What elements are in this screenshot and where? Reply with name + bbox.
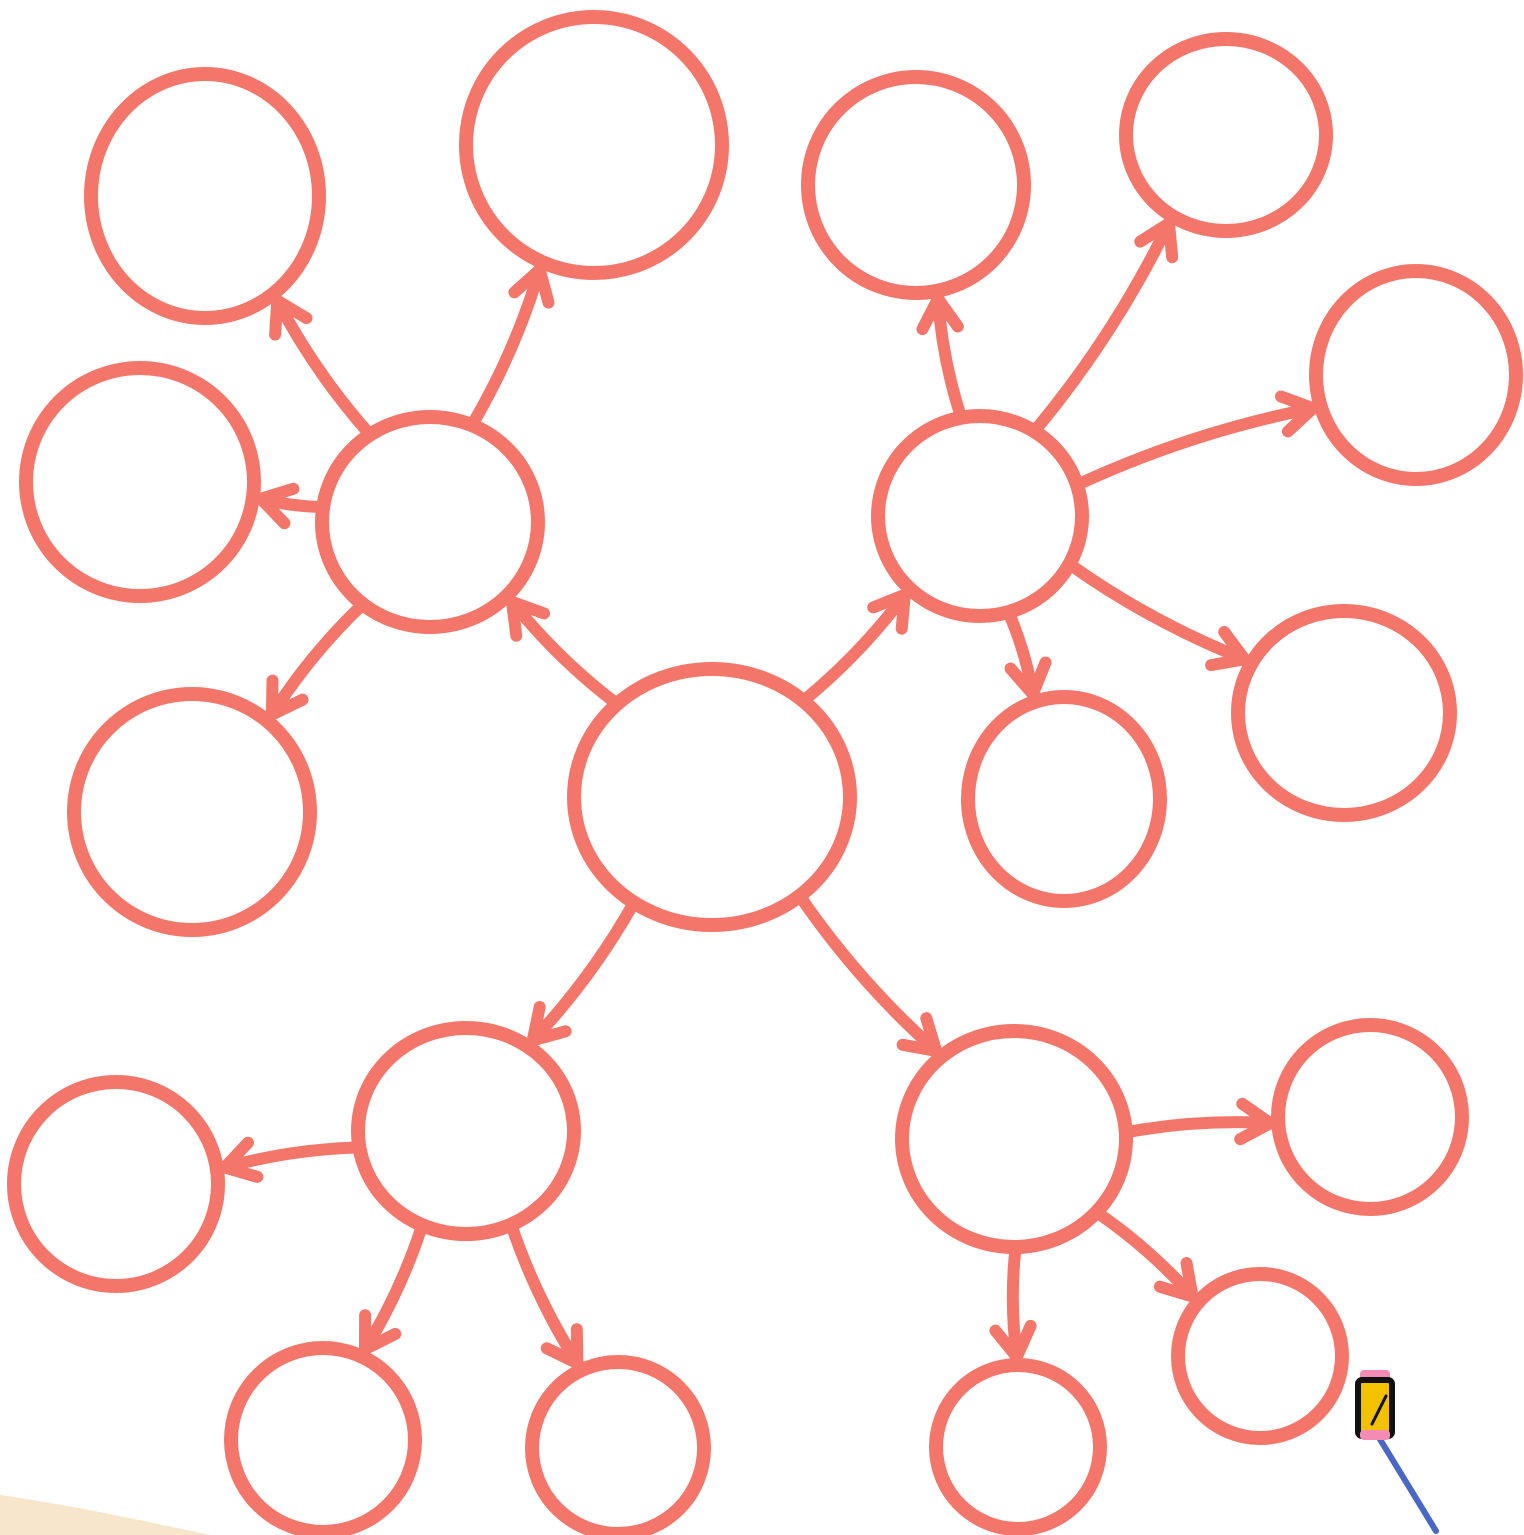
node-leaf-bl-down-1 <box>224 1341 422 1535</box>
node-center <box>567 662 857 932</box>
arrowhead-center-to-hub-right <box>867 588 911 635</box>
node-leaf-left <box>19 361 261 603</box>
edge-center-to-hub-right <box>798 588 911 706</box>
background-shape <box>0 1495 210 1535</box>
edge-hub-bottom-left-to-leaf-bl-left <box>218 1141 364 1174</box>
node-hub-bottom-left <box>351 1021 581 1241</box>
node-leaf-top-right-1 <box>801 70 1031 300</box>
edge-hub-left-to-leaf-top-left <box>271 294 375 440</box>
arrowhead-hub-left-to-leaf-top-mid <box>508 263 555 309</box>
pencil-tip <box>1360 1430 1390 1440</box>
edge-hub-right-to-leaf-right-1 <box>1072 402 1319 491</box>
edge-hub-bottom-right-to-leaf-br-right <box>1121 1116 1277 1138</box>
edge-center-to-hub-bottom-left <box>526 898 639 1047</box>
arrowhead-hub-right-to-leaf-right-2 <box>1205 626 1251 672</box>
node-leaf-bl-down-2 <box>525 1355 711 1535</box>
node-leaf-br-right <box>1271 1018 1469 1216</box>
pencil-line <box>1375 1433 1439 1534</box>
nodes-layer <box>7 10 1523 1535</box>
edge-hub-right-to-leaf-top-right-1 <box>932 292 967 422</box>
edge-hub-bottom-left-to-leaf-bl-down-2 <box>505 1220 584 1370</box>
edge-hub-left-to-leaf-left-lower <box>265 599 368 721</box>
arrowhead-hub-bottom-right-to-leaf-br-down-2 <box>1153 1257 1199 1303</box>
node-hub-bottom-right <box>895 1024 1133 1254</box>
node-leaf-left-lower <box>67 687 317 937</box>
pencil-body <box>1355 1377 1395 1439</box>
arrowhead-center-to-hub-bottom-right <box>896 1012 943 1057</box>
edge-hub-bottom-left-to-leaf-bl-down-1 <box>359 1221 428 1356</box>
edges-layer <box>218 217 1319 1370</box>
edge-center-to-hub-left <box>506 595 622 709</box>
pencil-highlight <box>1370 1394 1388 1426</box>
node-leaf-right-2 <box>1231 604 1457 822</box>
arrowhead-hub-right-to-leaf-top-right-1 <box>916 292 964 336</box>
arrowhead-hub-right-to-leaf-top-right-2 <box>1134 217 1179 264</box>
arrowhead-hub-bottom-right-to-leaf-br-right <box>1234 1097 1277 1146</box>
edge-hub-bottom-right-to-leaf-br-down-2 <box>1092 1207 1199 1303</box>
node-leaf-top-left <box>84 67 326 325</box>
edge-hub-right-to-leaf-top-right-2 <box>1029 217 1175 436</box>
node-leaf-top-mid <box>459 10 729 280</box>
arrowhead-center-to-hub-bottom-left <box>526 1001 572 1047</box>
arrowhead-hub-left-to-leaf-left <box>254 482 300 530</box>
arrowhead-hub-bottom-right-to-leaf-br-down-1 <box>989 1319 1037 1363</box>
edge-center-to-hub-bottom-right <box>794 891 943 1057</box>
node-leaf-right-1 <box>1309 264 1523 486</box>
node-leaf-bl-left <box>7 1075 225 1293</box>
arrowhead-hub-right-to-leaf-right-mid <box>1004 656 1052 701</box>
arrowhead-center-to-hub-left <box>506 595 550 642</box>
arrowhead-hub-bottom-left-to-leaf-bl-down-2 <box>540 1323 584 1370</box>
edge-hub-right-to-leaf-right-2 <box>1065 559 1251 666</box>
arrowhead-hub-left-to-leaf-left-lower <box>265 674 309 721</box>
node-leaf-br-down-2 <box>1171 1267 1349 1445</box>
node-hub-right <box>871 409 1089 623</box>
arrowhead-hub-bottom-left-to-leaf-bl-left <box>218 1136 264 1183</box>
arrowhead-hub-bottom-left-to-leaf-bl-down-1 <box>359 1309 402 1356</box>
node-leaf-right-mid <box>961 690 1167 908</box>
edge-hub-bottom-right-to-leaf-br-down-1 <box>1006 1243 1023 1363</box>
pencil-icon <box>1355 1370 1439 1534</box>
node-hub-left <box>315 410 545 634</box>
edge-hub-left-to-leaf-top-mid <box>466 263 546 430</box>
arrowhead-hub-left-to-leaf-top-left <box>269 294 313 341</box>
node-leaf-top-right-2 <box>1119 32 1333 238</box>
node-leaf-br-down-1 <box>929 1358 1107 1535</box>
arrowhead-hub-right-to-leaf-right-1 <box>1275 390 1319 438</box>
